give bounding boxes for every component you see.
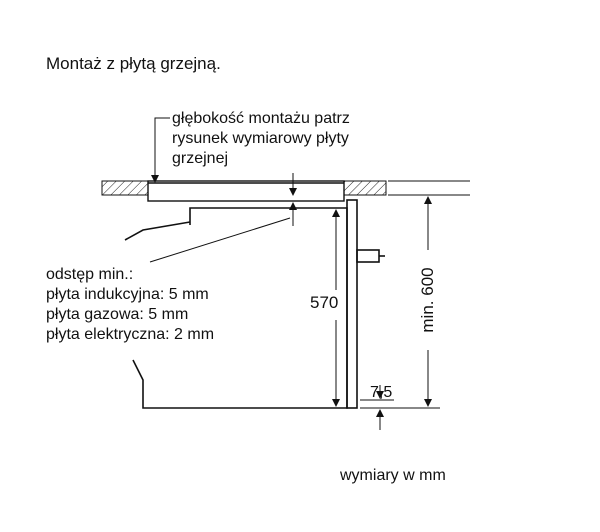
gap-title: odstęp min.: bbox=[46, 266, 134, 283]
oven-body bbox=[124, 199, 385, 409]
dimension-7-5-lines bbox=[360, 385, 394, 430]
gap-leader bbox=[149, 217, 291, 263]
page-title: Montaż z płytą grzejną. bbox=[46, 54, 221, 73]
units-note: wymiary w mm bbox=[340, 467, 446, 484]
depth-note-line-2: rysunek wymiarowy płyty bbox=[172, 130, 349, 147]
dimension-570: 570 bbox=[310, 293, 339, 312]
gap-induction: płyta indukcyjna: 5 mm bbox=[46, 286, 209, 303]
depth-note-leader bbox=[151, 117, 170, 183]
gap-gas: płyta gazowa: 5 mm bbox=[46, 306, 189, 323]
hob-outline bbox=[147, 180, 345, 202]
depth-note-line-1: głębokość montażu patrz bbox=[172, 110, 350, 127]
depth-note-line-3: grzejnej bbox=[172, 150, 229, 167]
dimension-600-lines bbox=[360, 180, 470, 409]
gap-electric: płyta elektryczna: 2 mm bbox=[46, 326, 215, 343]
